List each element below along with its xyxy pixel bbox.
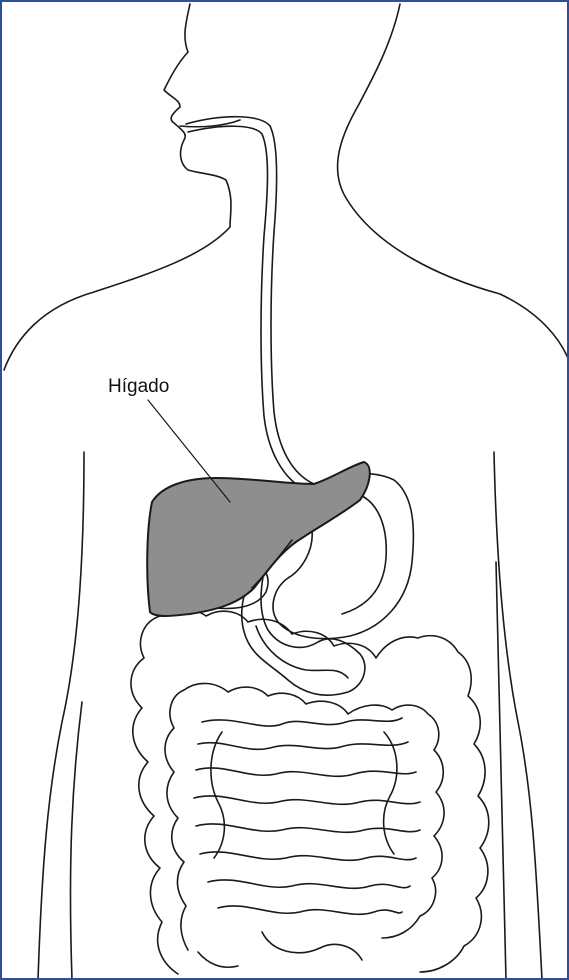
esophagus-outer (186, 117, 314, 484)
torso-right-outline (494, 452, 542, 980)
small-intestine-loop-a (211, 732, 224, 858)
colon-outline-inner (165, 683, 444, 950)
small-intestine-loop-b (384, 732, 397, 854)
torso-left-inner (70, 702, 82, 980)
liver-label: Hígado (108, 376, 169, 397)
small-intestine-coil-3 (196, 768, 416, 776)
stomach-inner-fold (342, 494, 386, 614)
colon-outline-outer (131, 609, 489, 975)
torso-left-outline (38, 452, 84, 980)
small-intestine-coil-6 (200, 852, 416, 860)
face-profile-outline (4, 4, 231, 370)
neck-shoulder-outline-right (338, 4, 568, 358)
liver-shape (147, 462, 370, 616)
small-intestine-coil-8 (218, 906, 402, 914)
appendix-tail (198, 952, 238, 967)
small-intestine-coil-1 (202, 718, 402, 726)
small-intestine-loop-c (262, 932, 362, 960)
esophagus-inner (188, 126, 306, 490)
small-intestine-coil-2 (198, 742, 408, 749)
small-intestine-coil-7 (208, 880, 410, 888)
small-intestine-coil-5 (196, 824, 420, 832)
